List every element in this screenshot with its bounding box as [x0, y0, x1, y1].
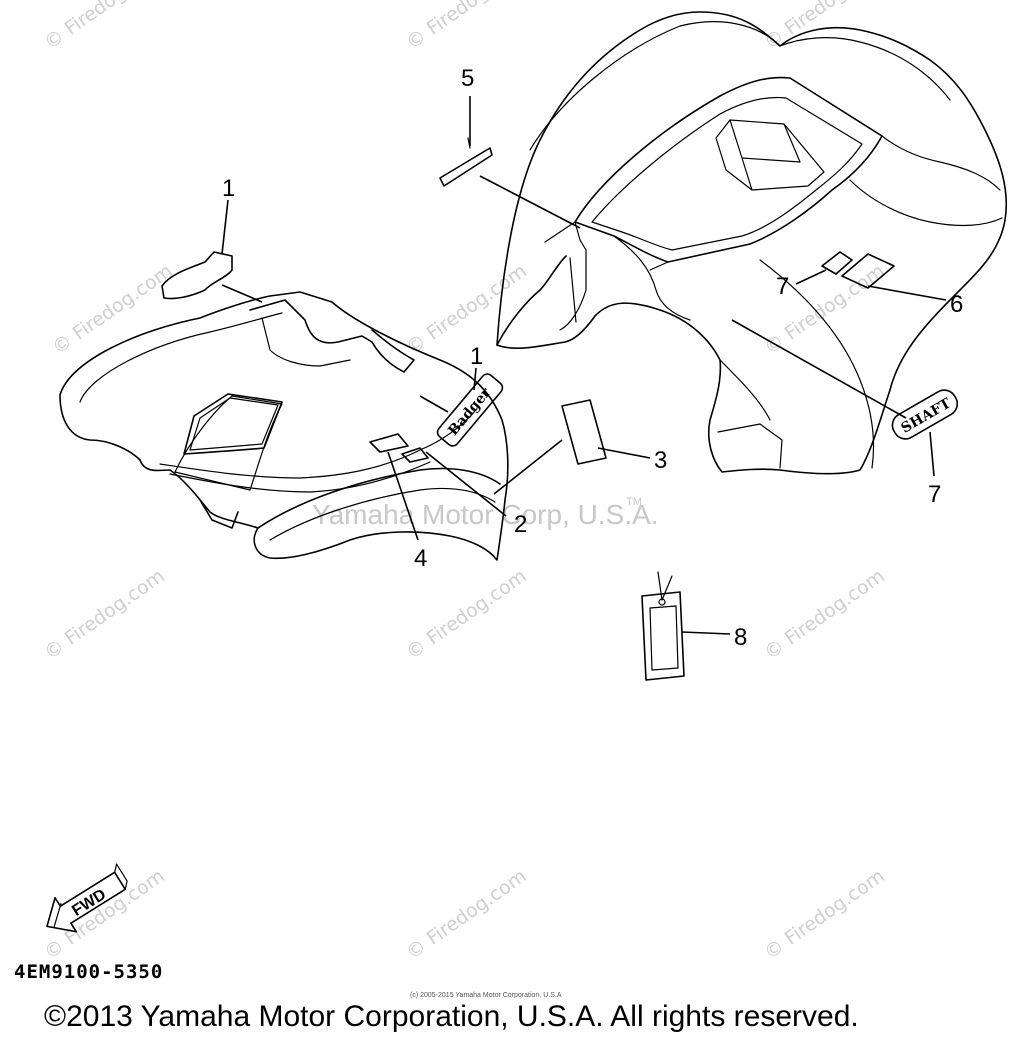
part-8-tag — [641, 571, 685, 681]
callout-1: 1 — [470, 343, 483, 370]
leader-1b — [473, 367, 477, 391]
part-number: 4EM9100-5350 — [14, 961, 163, 983]
part-3-card — [561, 399, 607, 465]
part-7-decal — [821, 251, 853, 275]
callout-7: 7 — [928, 481, 941, 508]
leader-6b — [731, 319, 907, 419]
front-fender — [59, 291, 509, 561]
site-watermark: © Firedog.com — [760, 565, 888, 664]
leader-4 — [387, 451, 419, 541]
site-watermark: © Firedog.com — [402, 0, 530, 54]
rear-emblem-text: SHAFT — [898, 395, 954, 436]
leader-7a — [795, 269, 827, 285]
leader-7b — [929, 431, 935, 477]
callout-2: 2 — [514, 511, 527, 538]
site-watermark: © Firedog.com — [402, 260, 530, 359]
copyright-notice: ©2013 Yamaha Motor Corporation, U.S.A. A… — [44, 1000, 859, 1033]
callout-5: 5 — [461, 65, 474, 92]
leader-2 — [493, 439, 563, 495]
callout-numbers: 1 1 2 3 4 5 6 7 7 8 — [222, 65, 963, 651]
small-copyright: (c) 2005-2015 Yamaha Motor Corporation, … — [410, 992, 562, 999]
site-watermark: © Firedog.com — [402, 865, 530, 964]
site-watermark: © Firedog.com — [40, 565, 168, 664]
callout-6: 6 — [950, 291, 963, 318]
part-7-emblem: SHAFT — [891, 389, 959, 440]
leader-1b-b — [419, 395, 449, 413]
trademark-mark: TM — [626, 496, 642, 508]
leader-3 — [597, 447, 651, 459]
callout-7: 7 — [776, 273, 789, 300]
site-watermark: © Firedog.com — [40, 865, 168, 964]
callout-3: 3 — [654, 447, 667, 474]
leader-1a-b — [221, 284, 263, 303]
leader-2b — [425, 451, 507, 517]
part-5-label — [439, 137, 493, 187]
callout-1: 1 — [222, 175, 235, 202]
callout-4: 4 — [414, 545, 427, 572]
leader-6 — [867, 285, 947, 301]
leader-8 — [681, 631, 731, 635]
site-watermark: © Firedog.com — [40, 0, 168, 54]
callout-8: 8 — [734, 624, 747, 651]
part-1-decal — [161, 251, 233, 300]
rear-fender — [496, 11, 1008, 475]
part-6-decal — [841, 253, 895, 289]
leader-1a — [221, 199, 229, 255]
manufacturer-watermark: Yamaha Motor Corp, U.S.A. — [312, 499, 659, 530]
site-watermark: © Firedog.com — [402, 565, 530, 664]
leader-5b — [479, 175, 581, 229]
site-watermark: © Firedog.com — [48, 260, 176, 359]
site-watermark: © Firedog.com — [760, 865, 888, 964]
part-4-decal — [369, 433, 429, 463]
